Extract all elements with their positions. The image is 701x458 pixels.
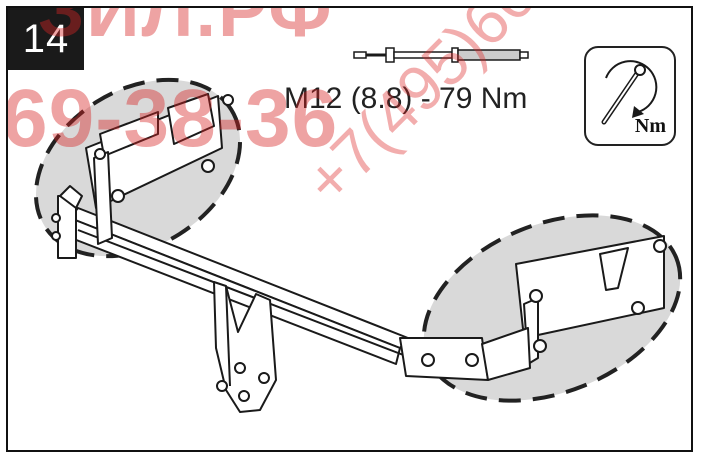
- left-bracket: [51, 93, 234, 259]
- diagram-frame: 14 M12 (8.8) - 79 Nm Nm ЗИЛ.РФ 69-38-36 …: [6, 6, 693, 452]
- bolt: [111, 189, 125, 203]
- bolt: [533, 339, 547, 353]
- bolt: [653, 239, 667, 253]
- bolt: [222, 94, 234, 106]
- crossbar: [65, 207, 409, 365]
- torque-symbol: Nm: [584, 46, 676, 146]
- tow-bar-drawing: [33, 47, 683, 413]
- bolt: [51, 231, 61, 241]
- hitch-plate: [213, 281, 277, 413]
- nm-label: Nm: [634, 115, 666, 137]
- bolt: [631, 301, 645, 315]
- bolt: [465, 353, 479, 367]
- torque-spec: M12 (8.8) - 79 Nm: [284, 82, 528, 115]
- step-badge: 14: [8, 8, 84, 70]
- rotation-wrench-icon: [601, 60, 658, 125]
- bolt: [529, 289, 543, 303]
- bolt: [201, 159, 215, 173]
- torque-wrench-icon: [353, 47, 529, 63]
- bolt: [421, 353, 435, 367]
- right-bracket: [399, 235, 667, 381]
- step-number: 14: [22, 16, 70, 61]
- bolt: [94, 148, 106, 160]
- bolt: [51, 213, 61, 223]
